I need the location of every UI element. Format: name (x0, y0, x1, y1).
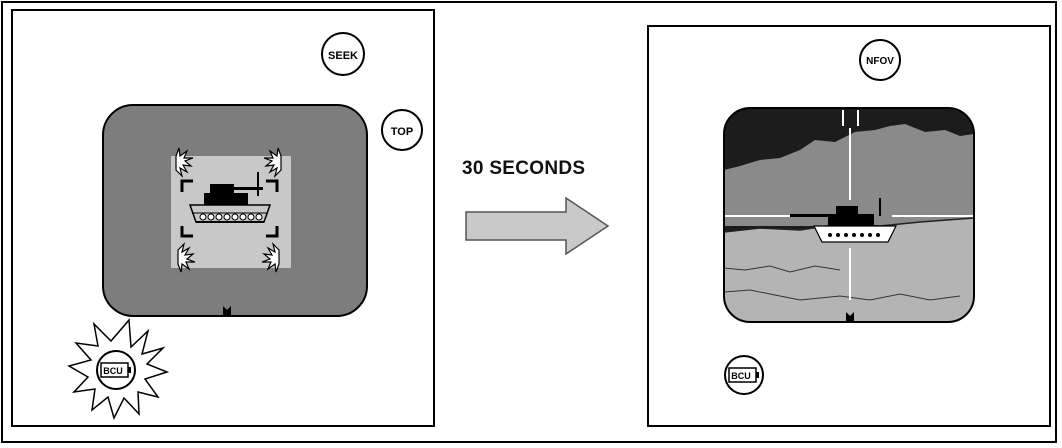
bcu-button[interactable]: BCU (725, 356, 763, 394)
bcu-button-label-left: BCU (103, 366, 123, 376)
transition-label: 30 SECONDS (462, 158, 585, 180)
left-display: SEEK TOP (12, 10, 434, 426)
arrow-right-icon (466, 198, 608, 254)
seek-button-label: SEEK (328, 50, 358, 62)
nfov-button[interactable]: NFOV (860, 40, 900, 80)
thermal-scene (724, 108, 974, 322)
bcu-button-label-right: BCU (731, 371, 751, 381)
top-button[interactable]: TOP (382, 110, 422, 150)
seek-button[interactable]: SEEK (322, 33, 364, 75)
right-display: NFOV (648, 26, 1050, 426)
nfov-button-label: NFOV (866, 56, 894, 67)
top-button-label: TOP (391, 126, 413, 138)
